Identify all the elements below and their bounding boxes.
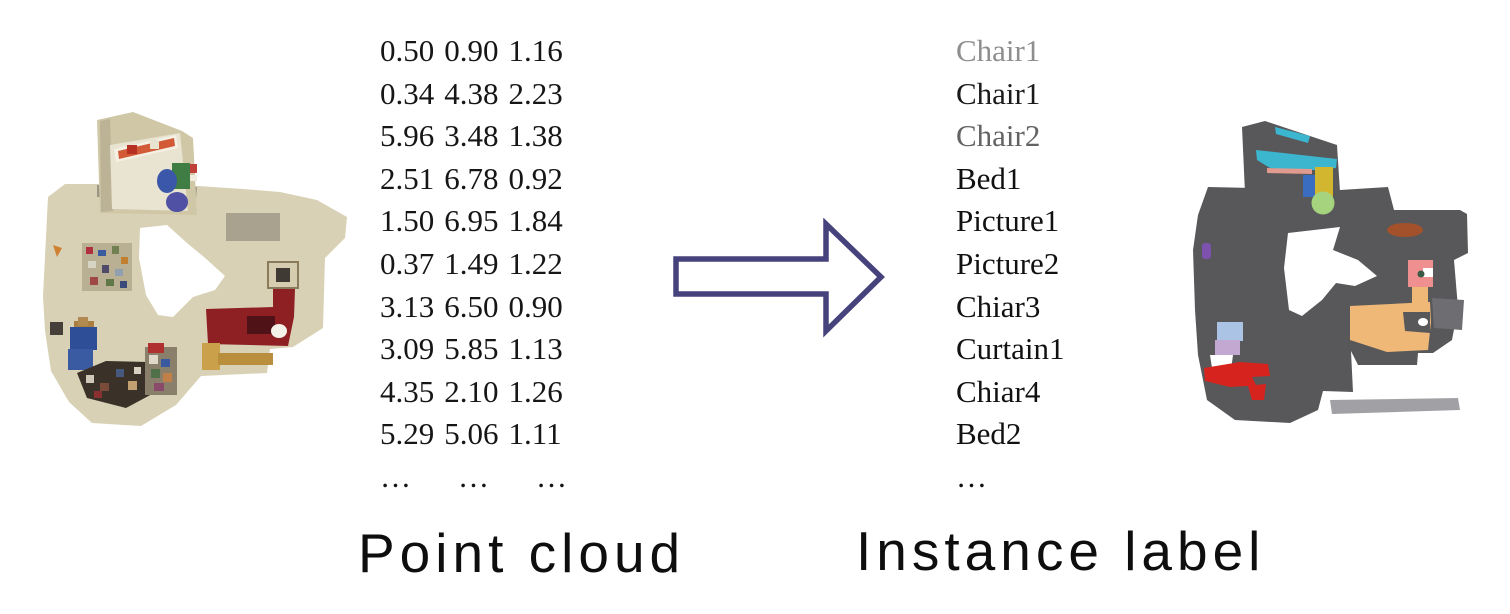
instance-label: Chair2 (956, 118, 1041, 154)
coordinate-value: 6.95 (444, 203, 499, 239)
collage-picture (82, 243, 132, 291)
coordinate-value: 1.22 (508, 245, 563, 281)
coordinate-value: 1.50 (380, 203, 435, 239)
coordinate-value: 3.48 (444, 118, 499, 154)
segment-orange-bed (1350, 302, 1431, 352)
segment-pink (1408, 260, 1433, 287)
coordinate-value: 0.34 (380, 75, 435, 111)
segment-light-blue (1217, 322, 1243, 341)
blue-chairs (68, 321, 97, 370)
blue-object-1 (157, 169, 177, 193)
coordinate-value: 1.49 (444, 245, 499, 281)
segment-green (1311, 191, 1335, 215)
segment-red (1204, 362, 1270, 400)
instance-label-ellipsis: … (956, 458, 987, 494)
bed-red (206, 288, 295, 346)
wooden-table (202, 343, 273, 370)
instance-label-list: Chair1 Chair1 Chair2 Bed1 Picture1 Pictu… (956, 30, 1065, 499)
segmentation-hole (1284, 227, 1377, 316)
wood-bit (78, 317, 88, 326)
coordinate-value: 4.38 (444, 75, 499, 111)
instance-label: Chiar3 (956, 288, 1041, 324)
light-gray-patch (1432, 298, 1464, 330)
segment-lilac (1215, 340, 1240, 355)
instance-label: Picture2 (956, 245, 1060, 281)
caption-point-cloud: Point cloud (358, 522, 686, 584)
coordinate-value: 0.90 (444, 33, 499, 68)
coordinate-value: 5.96 (380, 118, 435, 154)
coordinate-value: 6.78 (444, 160, 499, 196)
segment-blue (1303, 175, 1315, 197)
transform-arrow (673, 218, 885, 338)
segment-curtain (1256, 150, 1337, 171)
coordinate-value: 2.10 (444, 373, 499, 409)
coordinate-value: 1.11 (508, 416, 562, 452)
coordinate-value: 2.23 (508, 75, 563, 111)
orange-mark (53, 245, 62, 257)
instance-segmentation-image (1193, 121, 1468, 423)
coordinate-value: 0.90 (508, 288, 563, 324)
instance-label: Chiar4 (956, 373, 1041, 409)
wall-object (50, 322, 63, 335)
light-gray-strip (1330, 398, 1460, 414)
instance-label: Bed1 (956, 160, 1022, 196)
segment-yellow (1315, 167, 1333, 197)
instance-label: Picture1 (956, 203, 1060, 239)
caption-instance-label: Instance label (856, 520, 1266, 582)
clutter-objects (77, 361, 154, 408)
picture-frame (267, 261, 299, 289)
right-arrow-icon (673, 218, 885, 338)
coordinate-value: 3.13 (380, 288, 435, 324)
instance-label: Chair1 (956, 33, 1041, 68)
coordinate-value: 2.51 (380, 160, 435, 196)
coordinate-value: 5.85 (444, 331, 499, 367)
coordinate-value: 4.35 (380, 373, 435, 409)
coordinate-value: 1.16 (508, 33, 563, 68)
coordinate-value: 5.29 (380, 416, 435, 452)
coordinate-value: 1.84 (508, 203, 563, 239)
colorful-pile (145, 343, 177, 395)
coordinate-value: 0.50 (380, 33, 435, 68)
desk-mottle-patch (226, 213, 280, 241)
segment-brown (1387, 223, 1423, 237)
coordinate-value: 0.92 (508, 160, 563, 196)
segment-salmon-line (1267, 168, 1312, 174)
instance-label: Chair1 (956, 75, 1041, 111)
segment-curtain-sliver (1275, 127, 1310, 143)
instance-label: Bed2 (956, 416, 1022, 452)
coordinate-value: 0.37 (380, 245, 435, 281)
ellipsis: … (458, 458, 489, 494)
blue-object-2 (166, 192, 188, 212)
instance-label: Curtain1 (956, 331, 1065, 367)
segment-purple (1202, 243, 1211, 259)
coordinate-value: 6.50 (444, 288, 499, 324)
ellipsis: … (536, 458, 567, 494)
coordinate-value: 1.26 (508, 373, 563, 409)
point-cloud-scan-image (43, 112, 347, 426)
scan-hole (139, 225, 225, 317)
coordinate-value: 5.06 (444, 416, 499, 452)
coordinate-value: 1.13 (508, 331, 563, 367)
ellipsis: … (380, 458, 411, 494)
coordinate-value: 1.38 (508, 118, 563, 154)
coordinate-row-ellipsis: … … … (380, 456, 604, 499)
coordinate-row: 0.50 0.90 1.16 (380, 30, 604, 73)
alcove-wall (97, 112, 197, 215)
coordinate-value: 3.09 (380, 331, 435, 367)
